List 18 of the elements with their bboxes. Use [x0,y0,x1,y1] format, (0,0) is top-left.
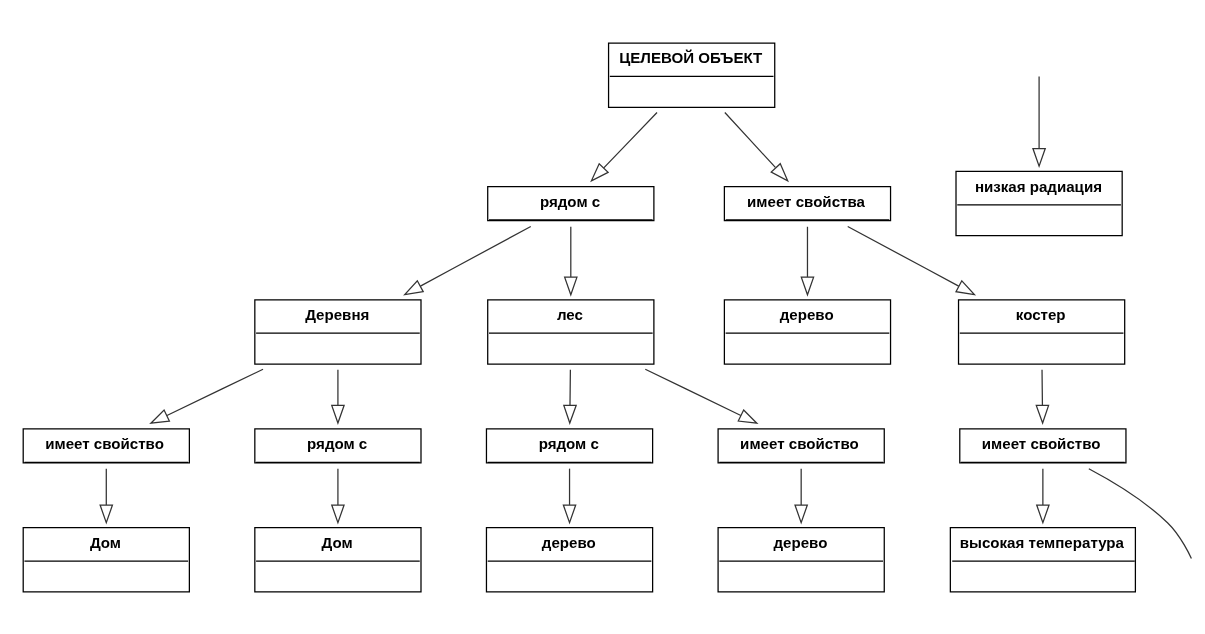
arrow [149,368,264,424]
arrow [644,368,759,424]
arrow [590,111,658,182]
arrow [563,225,578,297]
arrow [1035,368,1050,425]
arrow [330,368,345,425]
arrow [1035,467,1050,525]
arrow [562,368,578,425]
connector [1088,467,1193,559]
arrow [1032,75,1047,168]
arrow [562,467,577,525]
arrow [794,467,809,525]
arrow [99,467,114,525]
arrow [403,225,532,295]
arrow [724,111,789,182]
arrow [330,467,345,525]
arrow [800,225,815,297]
arrow [847,225,977,295]
